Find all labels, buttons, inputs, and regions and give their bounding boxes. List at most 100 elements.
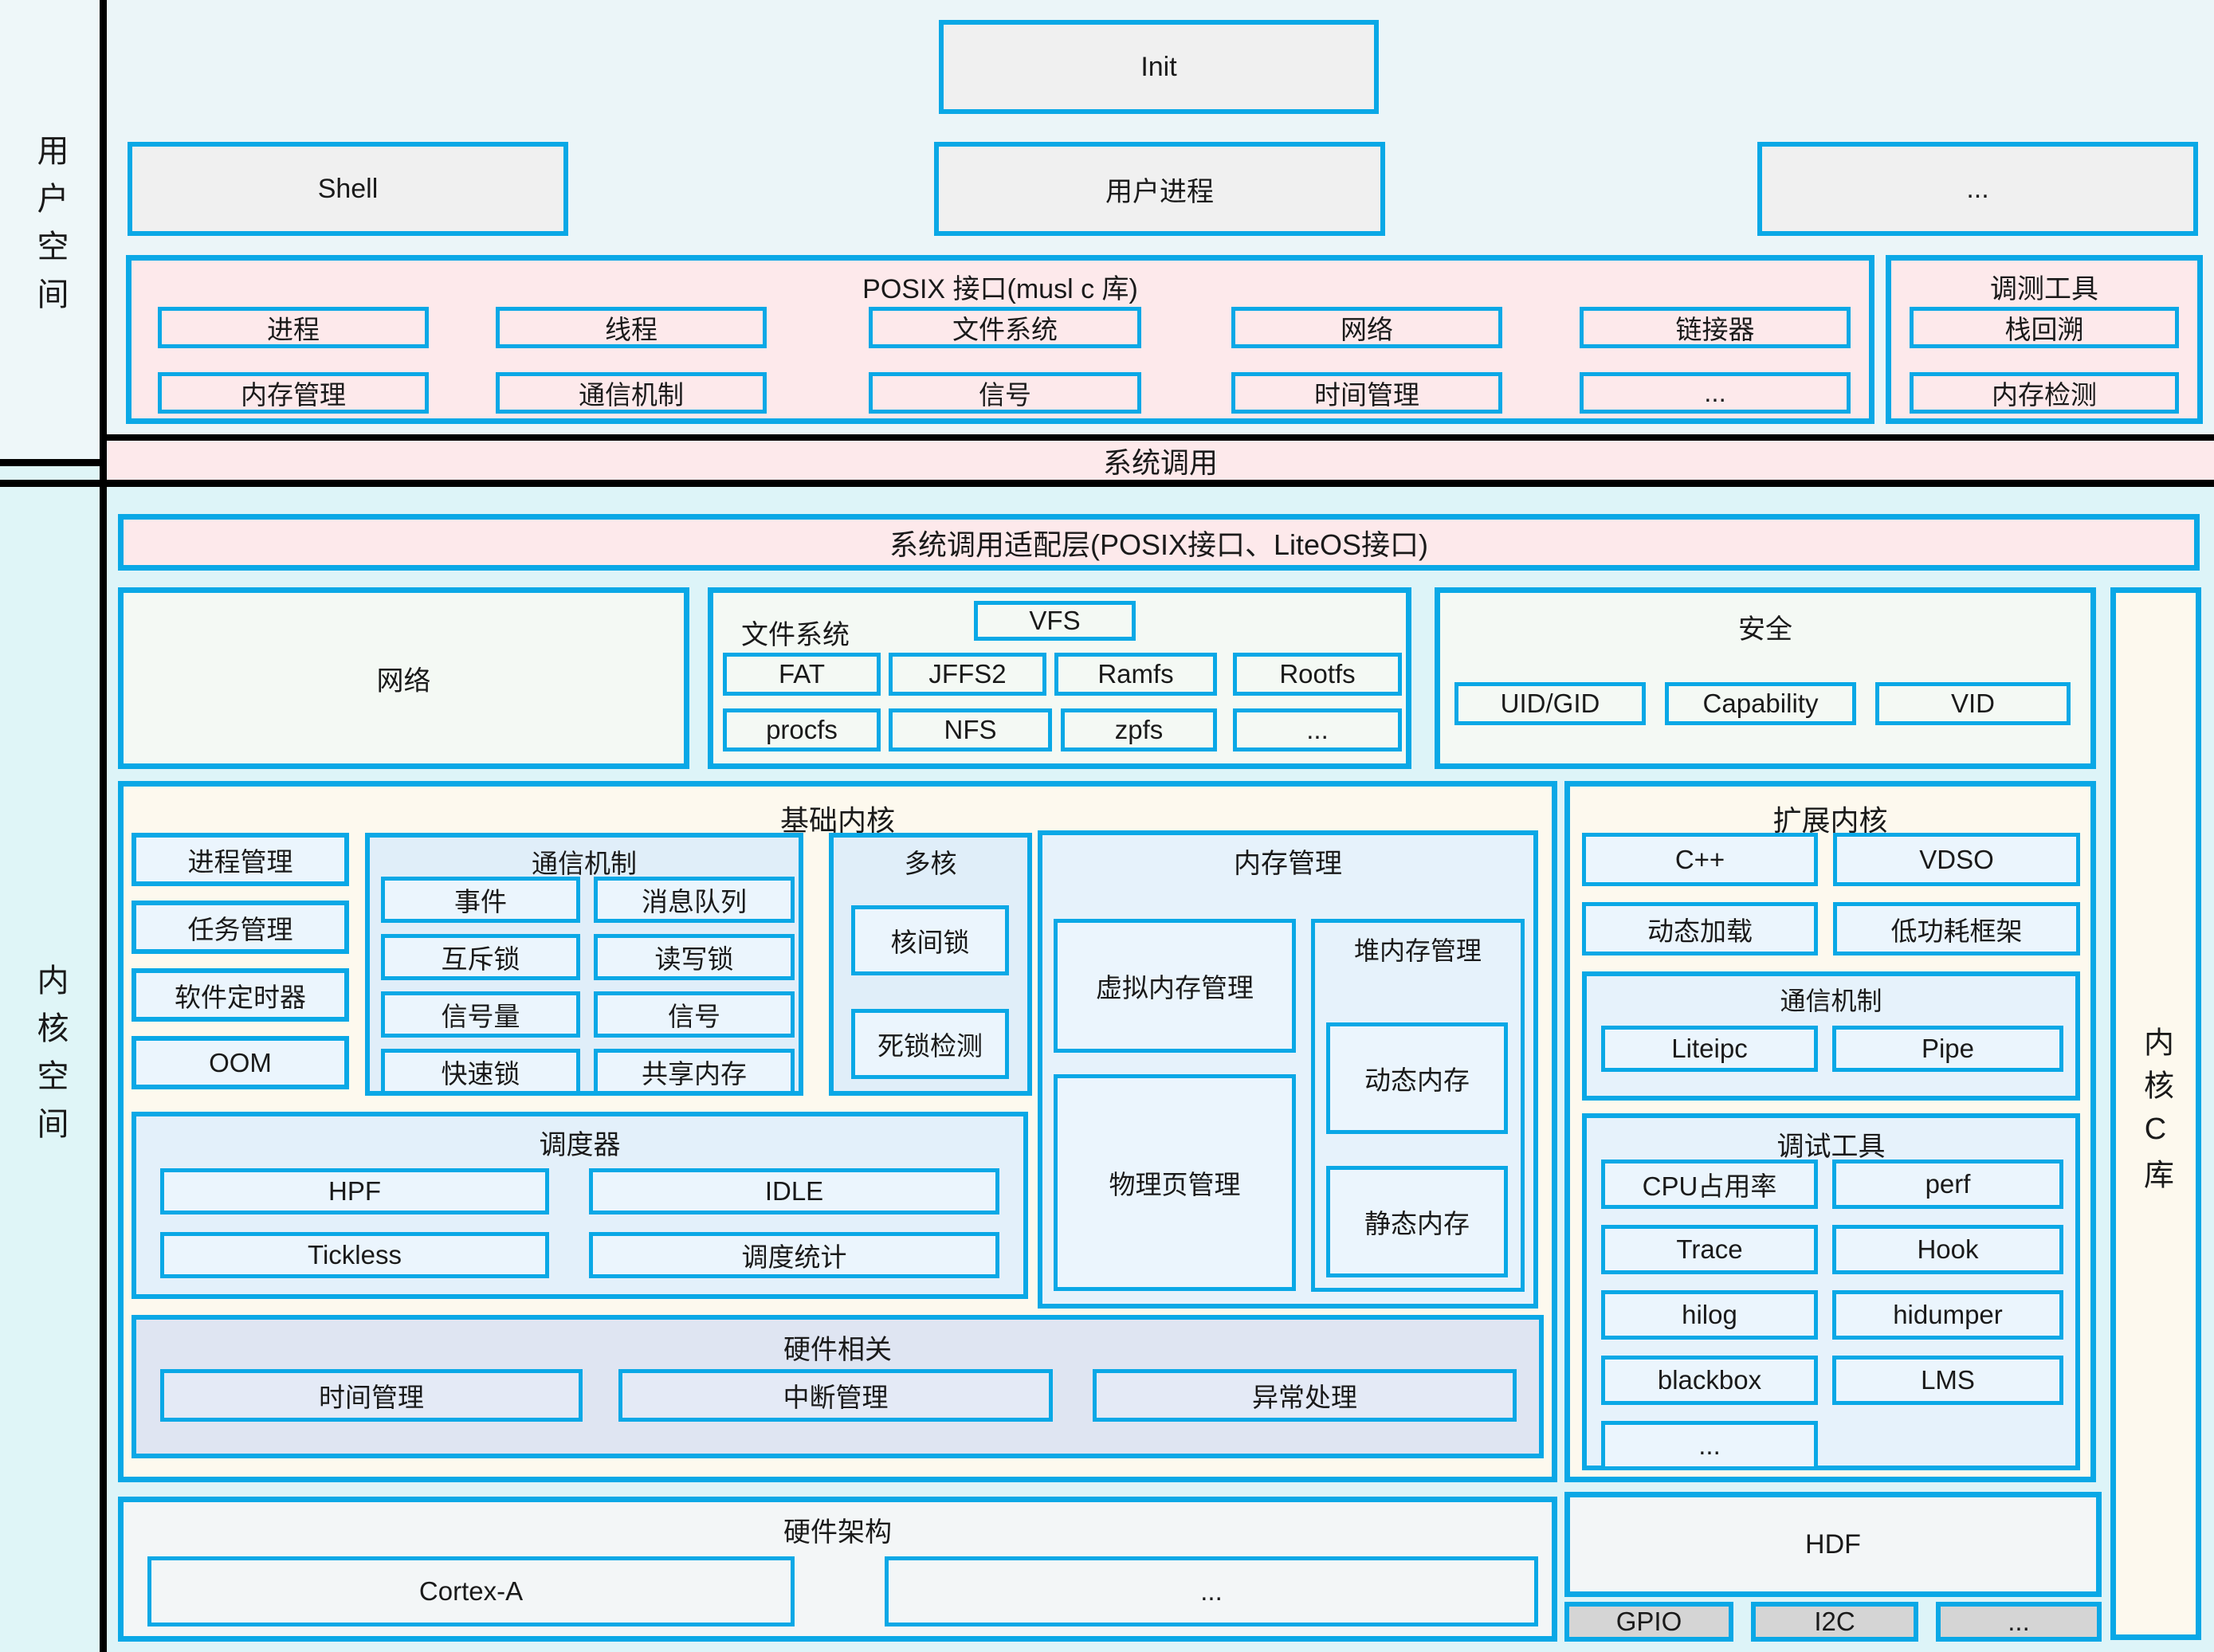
box-user-ellipsis: ... <box>1757 142 2198 236</box>
syscall-strip: 系统调用 <box>107 441 2214 480</box>
fs-rootfs-box: Rootfs <box>1233 653 1402 696</box>
ek-hook-box: Hook <box>1832 1225 2063 1274</box>
bk-sched-stats-box: 调度统计 <box>589 1232 999 1278</box>
ek-lms-box: LMS <box>1832 1356 2063 1405</box>
kernel-network-box: 网络 <box>118 587 689 769</box>
ek-cpp-box: C++ <box>1582 833 1818 886</box>
bk-ipc-box: 通信机制 事件 消息队列 互斥锁 读写锁 信号量 信号 快速锁 共享内存 <box>365 833 803 1096</box>
posix-item-ellipsis: ... <box>1580 372 1851 414</box>
ek-ipc-title: 通信机制 <box>1780 987 1882 1015</box>
ek-debug-tools-title: 调试工具 <box>1776 1132 1886 1162</box>
rail-vertical-line <box>100 0 107 1652</box>
syscall-adapter-box: 系统调用适配层(POSIX接口、LiteOS接口) <box>118 514 2200 571</box>
ek-dynamic-load-box: 动态加载 <box>1582 902 1818 955</box>
bk-heap-memory-box: 堆内存管理 动态内存 静态内存 <box>1311 919 1525 1292</box>
fs-procfs-box: procfs <box>723 708 881 751</box>
posix-item-ipc: 通信机制 <box>496 372 767 414</box>
posix-item-linker: 链接器 <box>1580 307 1851 348</box>
bk-oom-box: OOM <box>132 1036 349 1089</box>
bk-virtual-memory-box: 虚拟内存管理 <box>1054 919 1296 1053</box>
posix-interface-band: POSIX 接口(musl c 库) 进程 线程 文件系统 网络 链接器 内存管… <box>126 255 1874 424</box>
bk-scheduler-title: 调度器 <box>539 1130 621 1160</box>
security-uidgid-box: UID/GID <box>1454 682 1646 725</box>
ek-lowpower-box: 低功耗框架 <box>1833 902 2080 955</box>
fs-ellipsis-box: ... <box>1233 708 1402 751</box>
posix-item-signal: 信号 <box>869 372 1141 414</box>
security-capability-box: Capability <box>1665 682 1856 725</box>
bk-ipc-rwlock-box: 读写锁 <box>594 934 795 980</box>
measure-tool-stacktrace: 栈回溯 <box>1910 307 2179 348</box>
ek-vdso-box: VDSO <box>1833 833 2080 886</box>
ek-debug-tools-box: 调试工具 CPU占用率 perf Trace Hook hilog hidump… <box>1582 1113 2080 1470</box>
hwarch-cortexa-box: Cortex-A <box>147 1556 795 1626</box>
bk-software-timer-box: 软件定时器 <box>132 968 349 1022</box>
bk-dynamic-memory-box: 动态内存 <box>1326 1022 1508 1134</box>
bk-physical-page-box: 物理页管理 <box>1054 1074 1296 1291</box>
kernel-c-lib-strip: 内核C库 <box>2110 587 2201 1640</box>
measure-tools-title: 调测工具 <box>1990 274 2098 304</box>
bk-ipc-msgqueue-box: 消息队列 <box>594 877 795 923</box>
bk-static-memory-box: 静态内存 <box>1326 1166 1508 1277</box>
separator-line-top <box>107 434 2214 441</box>
ek-pipe-box: Pipe <box>1832 1026 2063 1072</box>
hardware-arch-title: 硬件架构 <box>783 1517 892 1548</box>
ek-debug-ellipsis-box: ... <box>1601 1421 1818 1470</box>
fs-ramfs-box: Ramfs <box>1054 653 1217 696</box>
fs-jffs2-box: JFFS2 <box>889 653 1046 696</box>
box-init: Init <box>939 20 1379 114</box>
hardware-arch-box: 硬件架构 Cortex-A ... <box>118 1497 1557 1642</box>
separator-line-bottom <box>0 480 2214 487</box>
bk-memory-title: 内存管理 <box>1234 849 1342 879</box>
bk-scheduler-box: 调度器 HPF IDLE Tickless 调度统计 <box>132 1112 1028 1299</box>
bk-hardware-related-box: 硬件相关 时间管理 中断管理 异常处理 <box>132 1315 1544 1458</box>
bk-hardware-related-title: 硬件相关 <box>783 1335 892 1365</box>
hdf-ellipsis-box: ... <box>1936 1602 2102 1642</box>
bk-ipc-signal-box: 信号 <box>594 991 795 1038</box>
bk-hw-interrupt-box: 中断管理 <box>618 1369 1053 1422</box>
bk-multicore-title: 多核 <box>904 849 957 878</box>
fs-fat-box: FAT <box>723 653 881 696</box>
filesystem-title: 文件系统 <box>741 620 850 650</box>
posix-item-network: 网络 <box>1231 307 1502 348</box>
rail-kernel-space: 内核空间 <box>0 466 100 1652</box>
bk-hw-time-box: 时间管理 <box>160 1369 583 1422</box>
hdf-i2c-box: I2C <box>1751 1602 1918 1642</box>
posix-item-process: 进程 <box>158 307 429 348</box>
bk-ipc-fastlock-box: 快速锁 <box>381 1049 580 1095</box>
fs-nfs-box: NFS <box>889 708 1052 751</box>
ek-blackbox-box: blackbox <box>1601 1356 1818 1405</box>
ek-cpu-usage-box: CPU占用率 <box>1601 1160 1818 1209</box>
extended-kernel-title: 扩展内核 <box>1772 804 1888 837</box>
measure-tool-memcheck: 内存检测 <box>1910 372 2179 414</box>
kernel-c-lib-label: 内核C库 <box>2138 1026 2173 1202</box>
hwarch-ellipsis-box: ... <box>885 1556 1538 1626</box>
rail-user-space: 用户空间 <box>0 0 100 459</box>
bk-memory-box: 内存管理 虚拟内存管理 物理页管理 堆内存管理 动态内存 静态内存 <box>1038 830 1538 1309</box>
ek-ipc-box: 通信机制 Liteipc Pipe <box>1582 971 2080 1101</box>
extended-kernel-box: 扩展内核 C++ VDSO 动态加载 低功耗框架 通信机制 Liteipc Pi… <box>1564 781 2096 1482</box>
posix-item-time: 时间管理 <box>1231 372 1502 414</box>
bk-multicore-box: 多核 核间锁 死锁检测 <box>829 833 1032 1096</box>
posix-item-thread: 线程 <box>496 307 767 348</box>
kernel-filesystem-box: 文件系统 VFS FAT JFFS2 Ramfs Rootfs procfs N… <box>708 587 1411 769</box>
bk-ipc-mutex-box: 互斥锁 <box>381 934 580 980</box>
box-user-process: 用户进程 <box>934 142 1385 236</box>
box-shell: Shell <box>128 142 568 236</box>
bk-sched-tickless-box: Tickless <box>160 1232 549 1278</box>
security-title: 安全 <box>1738 614 1792 645</box>
posix-band-title: POSIX 接口(musl c 库) <box>862 274 1138 304</box>
base-kernel-box: 基础内核 进程管理 任务管理 软件定时器 OOM 通信机制 事件 消息队列 互斥… <box>118 781 1557 1482</box>
bk-deadlock-detect-box: 死锁检测 <box>851 1009 1009 1079</box>
bk-sched-idle-box: IDLE <box>589 1168 999 1214</box>
bk-ipc-title: 通信机制 <box>532 849 637 878</box>
fs-zpfs-box: zpfs <box>1061 708 1217 751</box>
hdf-gpio-box: GPIO <box>1564 1602 1733 1642</box>
ek-liteipc-box: Liteipc <box>1601 1026 1818 1072</box>
posix-item-memory: 内存管理 <box>158 372 429 414</box>
bk-intercore-lock-box: 核间锁 <box>851 905 1009 975</box>
fs-vfs-box: VFS <box>974 601 1136 641</box>
bk-sched-hpf-box: HPF <box>160 1168 549 1214</box>
bk-hw-exception-box: 异常处理 <box>1093 1369 1517 1422</box>
rail-user-space-label: 用户空间 <box>32 134 68 325</box>
